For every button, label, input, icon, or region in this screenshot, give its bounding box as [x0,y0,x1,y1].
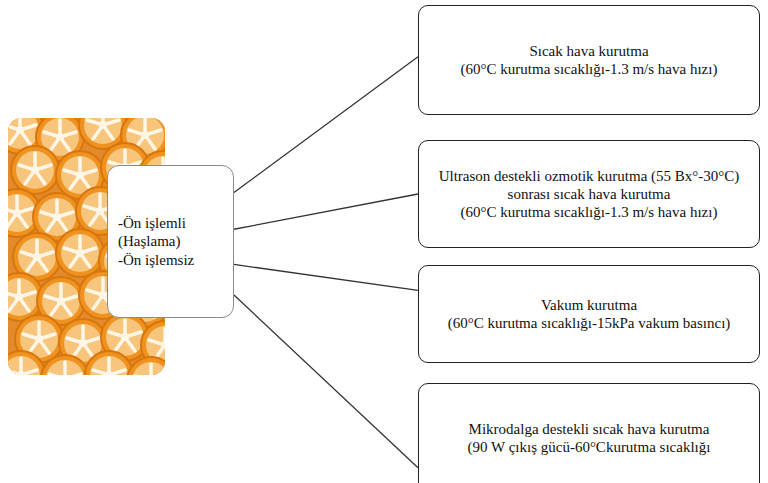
drying-method-box: Mikrodalga destekli sıcak hava kurutma(9… [418,383,760,483]
connector-line [234,57,418,193]
box-heading: Ultrason destekli ozmotik kurutma (55 Bx… [431,167,747,204]
box-body: (90 W çıkış gücü-60°Ckurutma sıcaklığı [431,438,747,456]
box-heading: Sıcak hava kurutma [435,42,743,60]
box-body: -Ön işlemsiz [118,251,223,269]
box-body: (60°C kurutma sıcaklığı-1.3 m/s hava hız… [431,203,747,221]
box-heading: Vakum kurutma [435,296,743,314]
connector-line [234,264,418,290]
drying-method-box: Sıcak hava kurutma(60°C kurutma sıcaklığ… [418,5,760,115]
drying-method-box: Vakum kurutma(60°C kurutma sıcaklığı-15k… [418,265,760,363]
drying-method-box: Ultrason destekli ozmotik kurutma (55 Bx… [418,140,760,248]
box-heading: Mikrodalga destekli sıcak hava kurutma [431,420,747,438]
connector-line [234,194,418,229]
box-heading: -Ön işlemli (Haşlama) [118,214,223,251]
pretreatment-box: -Ön işlemli (Haşlama)-Ön işlemsiz [107,165,234,318]
box-body: (60°C kurutma sıcaklığı-15kPa vakum bası… [435,314,743,332]
box-body: (60°C kurutma sıcaklığı-1.3 m/s hava hız… [435,60,743,78]
connector-line [234,295,418,468]
